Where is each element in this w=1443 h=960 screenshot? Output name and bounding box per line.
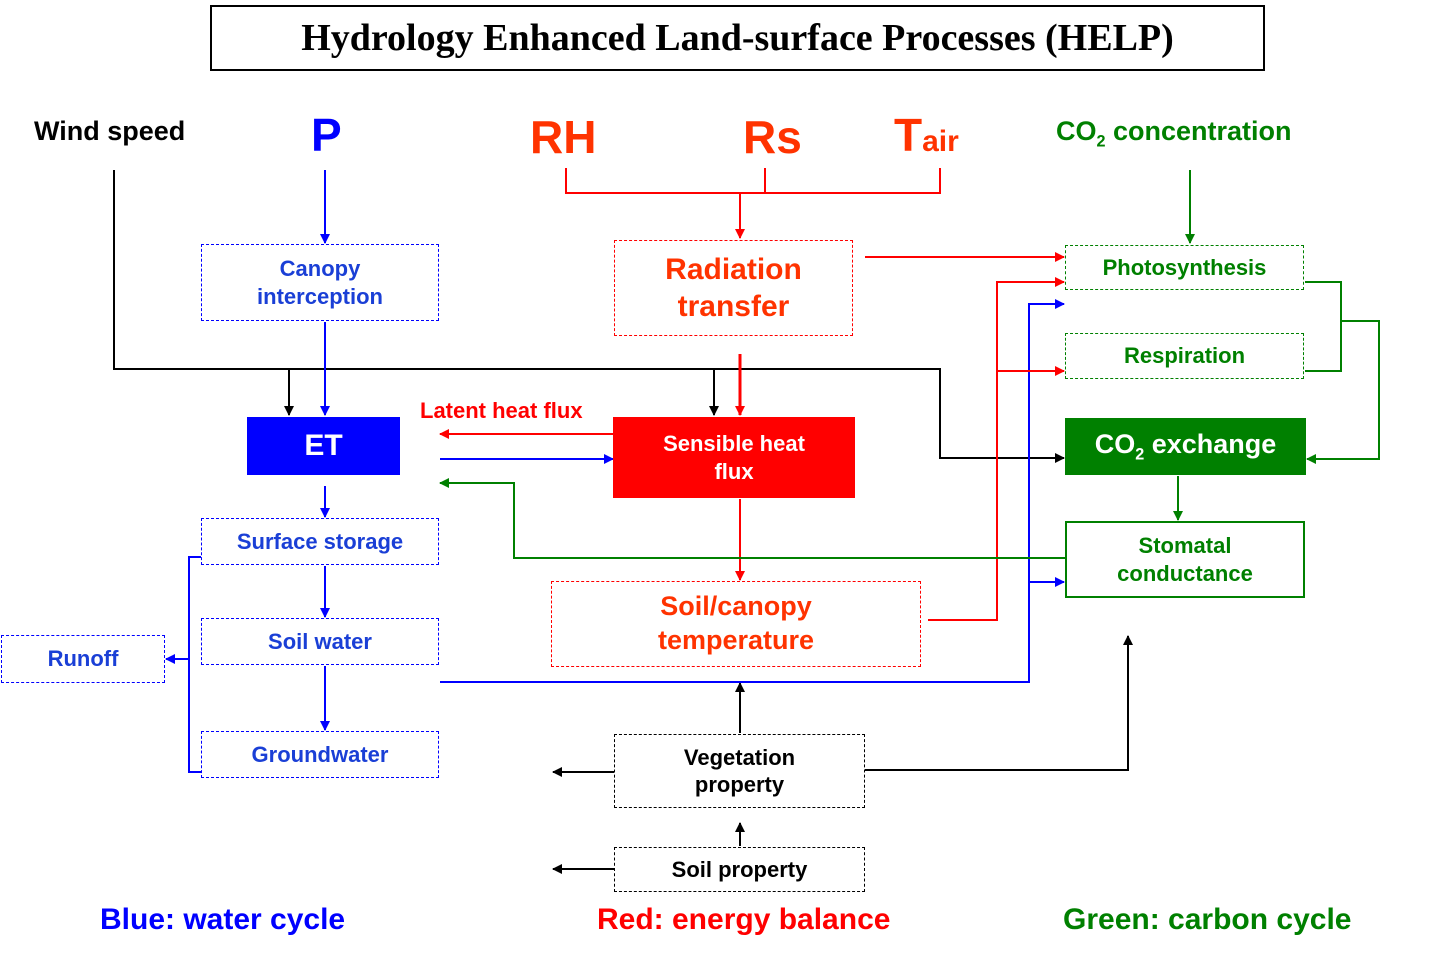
wire-met-join [565, 168, 941, 194]
co2-main: CO [1056, 116, 1097, 146]
soil-water-box: Soil water [201, 618, 439, 665]
wire-soilwater-carbon [440, 299, 1065, 683]
diagram-title: Hydrology Enhanced Land-surface Processe… [210, 5, 1265, 71]
rs-label: Rs [743, 111, 802, 163]
co2-exchange-rest: exchange [1144, 429, 1277, 460]
sensible-heat-flux-line2: flux [714, 458, 754, 484]
wire-join-exchange [1306, 320, 1380, 464]
soil-property-box: Soil property [614, 847, 865, 892]
groundwater-box: Groundwater [201, 731, 439, 778]
surface-storage-box: Surface storage [201, 518, 439, 565]
wind-speed-label: Wind speed [34, 116, 186, 146]
wire-storage-bracket [188, 556, 201, 773]
radiation-transfer-line2: transfer [677, 290, 790, 323]
wire-wind-main [113, 170, 1065, 463]
photosynthesis-box: Photosynthesis [1065, 245, 1304, 290]
legend-water-cycle: Blue: water cycle [100, 903, 346, 936]
co2-exchange-subscript: 2 [1135, 445, 1145, 464]
co2-exchange-main: CO [1094, 429, 1136, 460]
stomatal-conductance-line1: Stomatal [1138, 533, 1232, 558]
tair-subscript: air [922, 125, 959, 158]
stomatal-conductance-line2: conductance [1117, 560, 1253, 586]
wire-stomatal-et [439, 478, 1065, 559]
et-box: ET [247, 417, 400, 475]
rh-label: RH [530, 111, 597, 163]
canopy-interception-line1: Canopy [279, 256, 361, 281]
runoff-box: Runoff [1, 635, 165, 683]
legend-energy-balance: Red: energy balance [597, 903, 891, 936]
legend-carbon-cycle: Green: carbon cycle [1063, 903, 1352, 936]
canopy-interception-line2: interception [257, 283, 383, 309]
radiation-transfer-line1: Radiation [665, 252, 802, 286]
vegetation-property-line2: property [694, 772, 785, 797]
precipitation-label: P [311, 109, 342, 161]
wire-veg-stomatal [865, 635, 1133, 771]
soil-canopy-temperature-line1: Soil/canopy [660, 591, 812, 622]
co2-rest: concentration [1105, 116, 1292, 146]
tair-label: Tair [894, 108, 959, 162]
wire-soiltemp-carbon [928, 277, 1065, 621]
soil-canopy-temperature-line2: temperature [657, 625, 815, 655]
co2-subscript: 2 [1096, 132, 1106, 151]
wire-photo-resp-join [1305, 281, 1342, 372]
tair-main: T [894, 109, 923, 161]
vegetation-property-line1: Vegetation [683, 744, 796, 770]
latent-heat-flux-label: Latent heat flux [420, 398, 583, 423]
respiration-box: Respiration [1065, 333, 1304, 379]
sensible-heat-flux-line1: Sensible heat [663, 431, 805, 456]
radiation-transfer-box: Radiation transfer [614, 240, 853, 336]
co2-concentration-label: CO2 concentration [1056, 116, 1292, 151]
co2-exchange-box: CO2 exchange [1065, 418, 1306, 475]
